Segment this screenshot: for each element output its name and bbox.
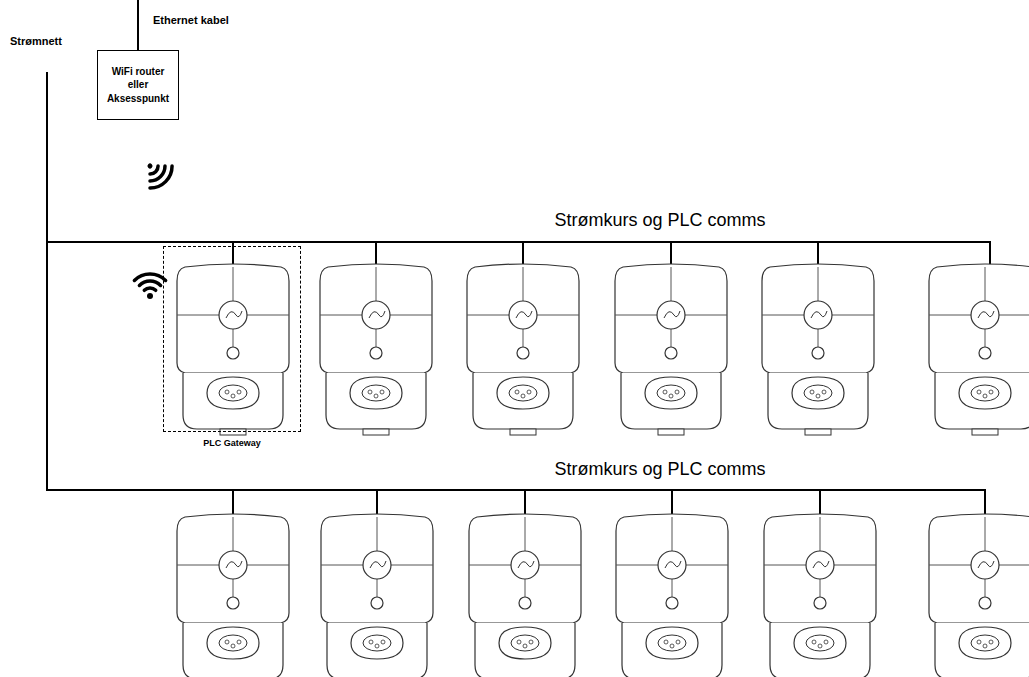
cable-label: Ethernet kabel xyxy=(151,14,231,26)
charger-row xyxy=(177,264,1029,435)
circuit-label: Strømkurs og PLC comms xyxy=(552,210,767,231)
box-label: WiFi router eller Aksesspunkt xyxy=(102,65,174,106)
wifi-symbol xyxy=(134,274,165,299)
power-wiring xyxy=(46,0,991,515)
wireless-signal-symbol xyxy=(137,153,176,192)
frame-caption: PLC Gateway xyxy=(164,437,300,449)
circuit-label: Strømkurs og PLC comms xyxy=(552,459,767,480)
gateway-frame: PLC Gateway xyxy=(163,246,301,432)
grid-label: Strømnett xyxy=(8,35,64,47)
charger-row xyxy=(177,514,1029,677)
router-box: WiFi router eller Aksesspunkt xyxy=(97,50,179,120)
